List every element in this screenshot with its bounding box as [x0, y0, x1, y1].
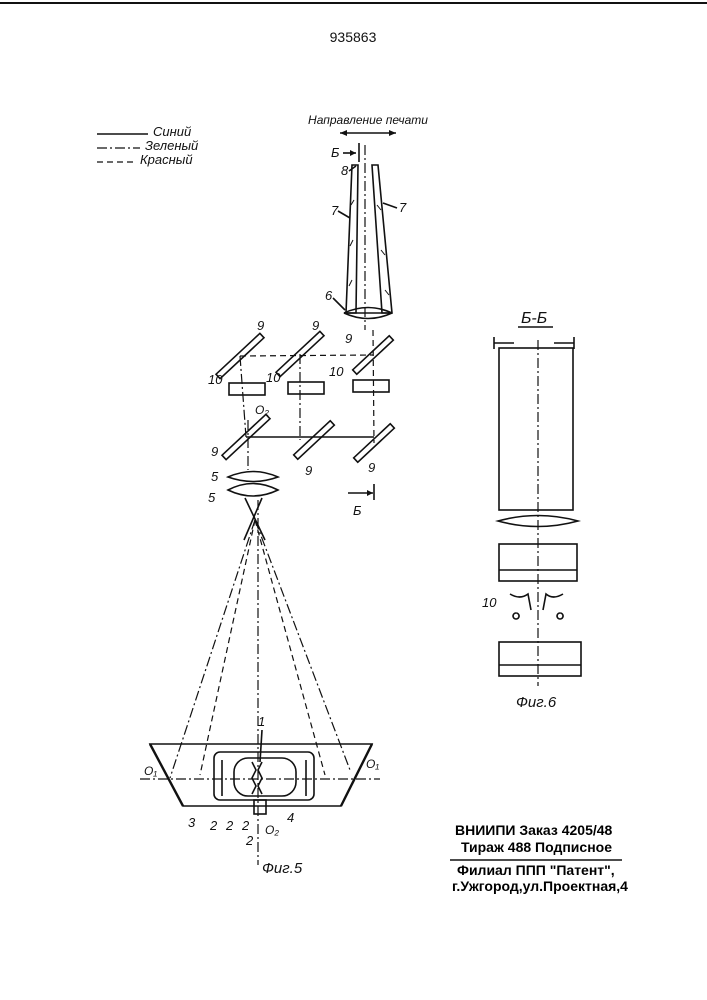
section-view: Б-Б: [494, 310, 581, 686]
print-direction: Направление печати: [308, 113, 428, 136]
label-7-right: 7: [399, 200, 407, 215]
label-2-c: 2: [241, 818, 250, 833]
lenses-5: [228, 472, 278, 497]
section-filter-bottom: [499, 642, 581, 676]
patent-number: 935863: [330, 29, 377, 45]
projection-cone: [170, 498, 350, 865]
filter-10-c: [353, 380, 389, 392]
section-letter-top: Б: [331, 145, 340, 160]
label-2-b: 2: [225, 818, 234, 833]
imprint: ВНИИПИ Заказ 4205/48 Тираж 488 Подписное…: [450, 822, 628, 894]
label-9-f: 9: [368, 460, 375, 475]
label-9-e: 9: [305, 463, 312, 478]
fiber-plate-left: [346, 165, 358, 313]
legend-green-label: Зеленый: [145, 138, 198, 153]
section-mark-top: Б: [331, 143, 359, 162]
label-10-section: 10: [482, 595, 497, 610]
label-1: 1: [258, 714, 265, 729]
label-3: 3: [188, 815, 196, 830]
color-legend: Синий Зеленый Красный: [97, 124, 198, 167]
filter-10-a: [229, 383, 265, 395]
legend-blue-label: Синий: [153, 124, 191, 139]
lens-5-a: [228, 472, 278, 482]
imprint-line-4: г.Ужгород,ул.Проектная,4: [452, 878, 628, 894]
label-5-a: 5: [211, 469, 219, 484]
imprint-line-3: Филиал ППП "Патент",: [457, 862, 615, 878]
lens-5-b: [228, 484, 278, 497]
section-plate: [499, 348, 573, 510]
label-6: 6: [325, 288, 333, 303]
section-arrow-head: [350, 150, 356, 156]
print-direction-label: Направление печати: [308, 113, 428, 127]
section-view-title: Б-Б: [521, 310, 547, 327]
filters-10: [229, 380, 389, 395]
lamp-block: [214, 752, 314, 800]
label-7-left: 7: [331, 203, 339, 218]
label-9-c: 9: [345, 331, 352, 346]
section-clip-left: [510, 594, 531, 619]
label-9-a: 9: [257, 318, 264, 333]
label-o2-bottom: O₂: [265, 823, 279, 837]
section-letter-mid: Б: [353, 503, 362, 518]
fiber-plate-right: [372, 165, 392, 313]
filter-10-b: [288, 382, 324, 394]
lamp-base: [254, 800, 266, 814]
label-4: 4: [287, 810, 294, 825]
label-9-b: 9: [312, 318, 319, 333]
fiber-optic-plates: [346, 145, 392, 330]
lens-6: [344, 308, 392, 319]
imprint-line-2: Тираж 488 Подписное: [461, 839, 612, 855]
lamp-filament: [252, 762, 262, 794]
label-o1-left: O₁: [144, 764, 157, 778]
label-9-d: 9: [211, 444, 218, 459]
label-o2-top: O₂: [255, 403, 269, 417]
label-2-a: 2: [209, 818, 218, 833]
legend-red-label: Красный: [140, 152, 193, 167]
fig6-caption: Фиг.6: [516, 694, 557, 711]
label-10-c: 10: [329, 364, 344, 379]
label-2-d: 2: [245, 833, 254, 848]
imprint-line-1: ВНИИПИ Заказ 4205/48: [455, 822, 613, 838]
section-clip-right: [543, 594, 563, 619]
label-8: 8: [341, 163, 349, 178]
label-10-b: 10: [266, 370, 281, 385]
label-10-a: 10: [208, 372, 223, 387]
lamp-bulb: [234, 758, 296, 796]
label-o1-right: O₁: [366, 757, 379, 771]
section-mark-mid: Б: [348, 484, 374, 518]
fig5-caption: Фиг.5: [262, 860, 303, 877]
label-5-b: 5: [208, 490, 216, 505]
